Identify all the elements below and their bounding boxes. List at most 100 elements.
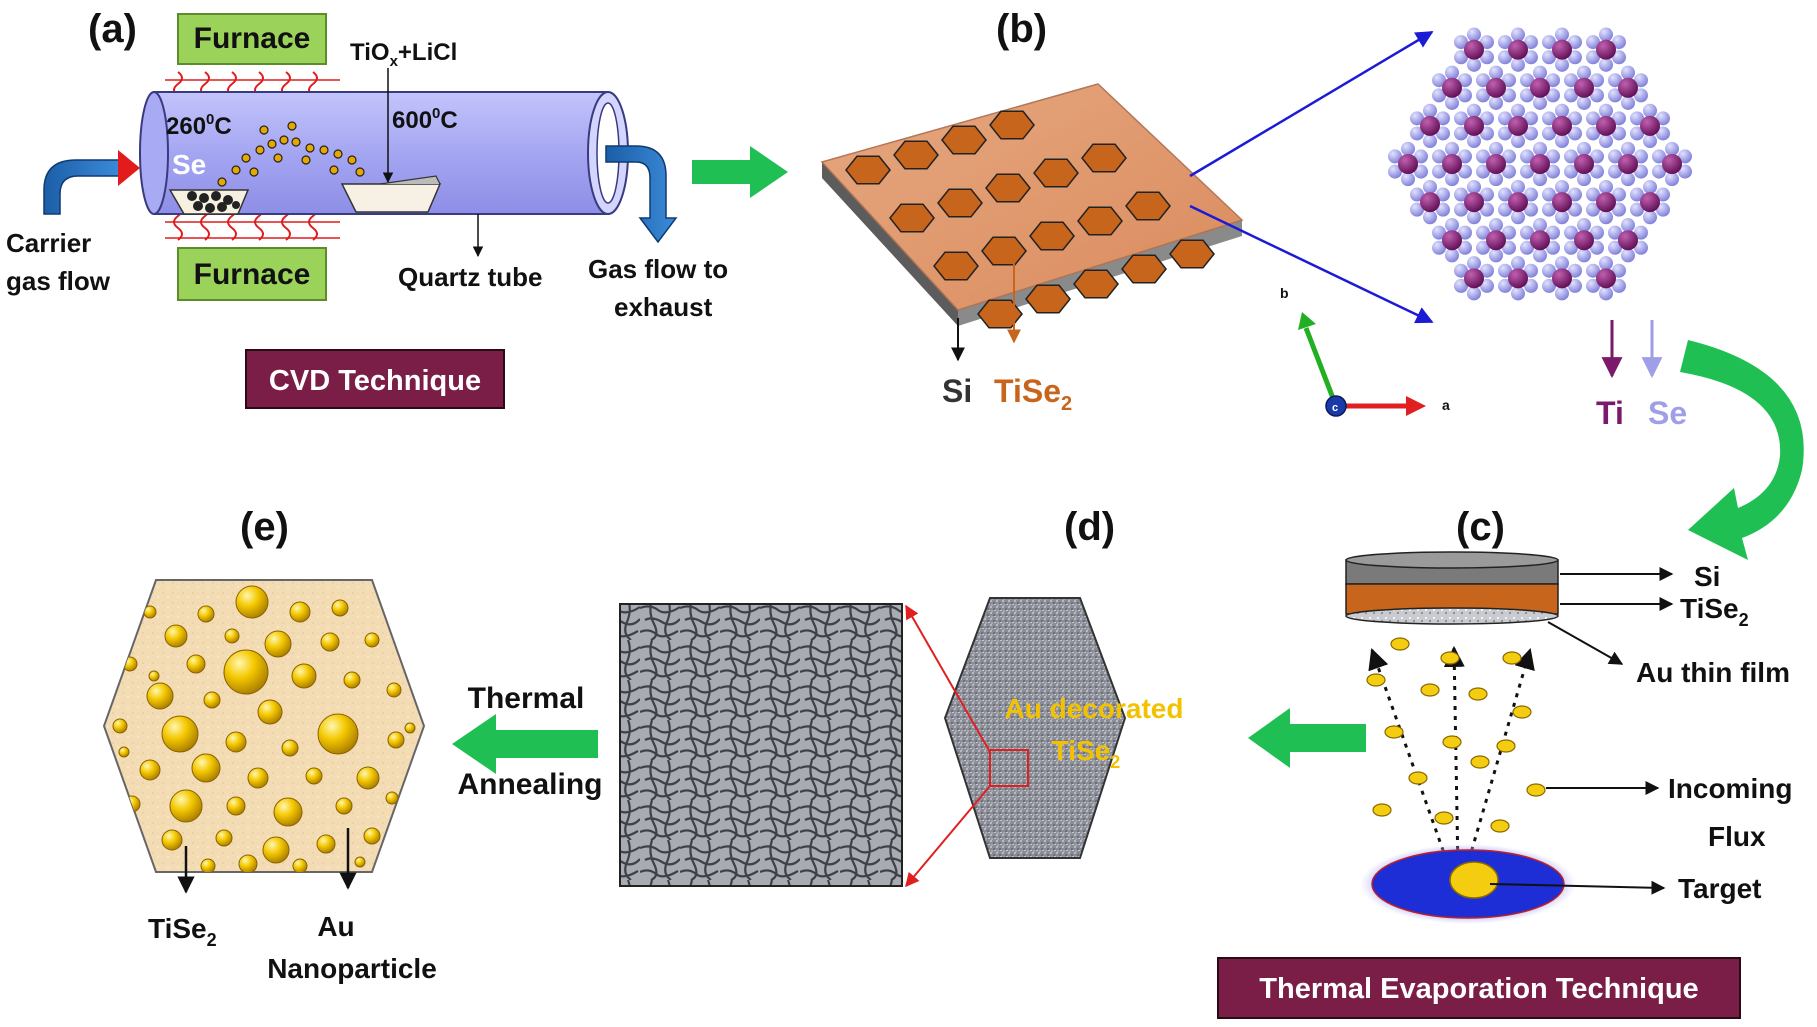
se-atom [1542, 263, 1557, 278]
se-atom [1410, 202, 1425, 217]
se-atom [1457, 73, 1472, 88]
au-nanoparticle [387, 731, 405, 749]
se-atom [1586, 111, 1601, 126]
se-atom [1476, 164, 1491, 179]
se-atom [1611, 187, 1626, 202]
tise2-flake [985, 173, 1031, 203]
tise2-flake [1073, 269, 1119, 299]
ti-atom [1662, 154, 1682, 174]
au-nanoparticle [123, 795, 141, 813]
se-atom [1577, 248, 1591, 263]
au-nanoparticle [354, 856, 366, 868]
se-atom [1652, 149, 1667, 164]
se-atom [1608, 225, 1623, 240]
se-atom [1467, 27, 1481, 42]
se-atom [1621, 248, 1635, 263]
au-nanoparticle [363, 827, 381, 845]
au-nanoparticle [235, 585, 269, 619]
au-nanoparticle [386, 682, 402, 698]
se-atom [1621, 141, 1635, 156]
decorated-label-1: Au decorated [1005, 693, 1184, 724]
se-atom [1577, 218, 1591, 233]
au-flux-droplets [1366, 637, 1546, 833]
se-atom [1388, 149, 1403, 164]
se-atom [1545, 88, 1560, 103]
se-atom [1520, 240, 1535, 255]
au-nanoparticle [331, 599, 349, 617]
au-nanoparticles [112, 585, 416, 872]
se-atom [1498, 50, 1513, 65]
se-atom [1555, 103, 1569, 118]
se-atom [1567, 202, 1582, 217]
se-atom [1476, 149, 1491, 164]
se-atom [1479, 278, 1494, 293]
se-atom [1586, 202, 1601, 217]
se-atom [1511, 57, 1525, 72]
se-atom [1476, 88, 1491, 103]
tise2-flake [1077, 206, 1123, 236]
au-nanoparticle [112, 718, 128, 734]
se-atom [1677, 149, 1692, 164]
se-atom [1542, 111, 1557, 126]
crystal-axes: c b a [1280, 285, 1450, 417]
se-atom [1432, 88, 1447, 103]
au-nanoparticle [305, 767, 323, 785]
se-atom [1454, 278, 1469, 293]
se-atom [1489, 95, 1503, 110]
se-atom [1511, 256, 1525, 271]
se-atom [1520, 88, 1535, 103]
ti-atom [1552, 192, 1572, 213]
ti-atom [1618, 230, 1638, 251]
axis-a-label: a [1442, 397, 1450, 413]
si-label-b: Si [942, 373, 972, 409]
au-nanoparticle [139, 759, 161, 781]
se-atom [1621, 65, 1635, 80]
se-atom [1410, 111, 1425, 126]
se-atom [1467, 210, 1481, 225]
se-atom [1611, 126, 1626, 141]
au-nanoparticle [335, 797, 353, 815]
se-atom [1599, 286, 1613, 301]
se-atom [1599, 57, 1613, 72]
se-atom [1479, 35, 1494, 50]
se-atom [1555, 57, 1569, 72]
se-atom [1432, 225, 1447, 240]
ti-atom [1464, 115, 1484, 136]
se-atom [1542, 126, 1557, 141]
ti-atom [1552, 268, 1572, 289]
se-atom [1633, 240, 1648, 255]
au-nanoparticle [281, 739, 299, 757]
se-atom [1643, 134, 1657, 149]
panel-a-tag: (a) [88, 7, 137, 51]
au-nanoparticle [225, 731, 247, 753]
se-atom [1467, 57, 1481, 72]
tise2-label-e: TiSe2 [148, 913, 217, 950]
se-atom [1533, 248, 1547, 263]
ti-atom [1574, 230, 1594, 251]
tise2-label-b: TiSe2 [994, 373, 1072, 415]
se-atom [1489, 218, 1503, 233]
au-nanoparticle [148, 670, 160, 682]
se-atom [1467, 256, 1481, 271]
se-atom [1454, 202, 1469, 217]
se-atom [1630, 126, 1645, 141]
se-atom [1555, 179, 1569, 194]
annealed-hexagon [102, 579, 426, 873]
evap-technique-box [1217, 957, 1741, 1019]
se-atom [1432, 240, 1447, 255]
se-atom [1511, 27, 1525, 42]
tise2-flake [941, 125, 987, 155]
ti-atom [1530, 77, 1550, 98]
quartz-label: Quartz tube [398, 262, 542, 292]
au-nanoparticle [161, 715, 199, 753]
se-atom [1523, 111, 1538, 126]
se-atom [1567, 263, 1582, 278]
furnace-bottom [177, 247, 327, 301]
se-atom [1501, 164, 1516, 179]
se-atom [1564, 88, 1579, 103]
tise2-flake [977, 299, 1023, 329]
se-atom [1457, 225, 1472, 240]
au-nanoparticle [161, 829, 183, 851]
ti-atom [1442, 154, 1462, 174]
decorated-label-2: TiSe2 [1052, 735, 1121, 772]
